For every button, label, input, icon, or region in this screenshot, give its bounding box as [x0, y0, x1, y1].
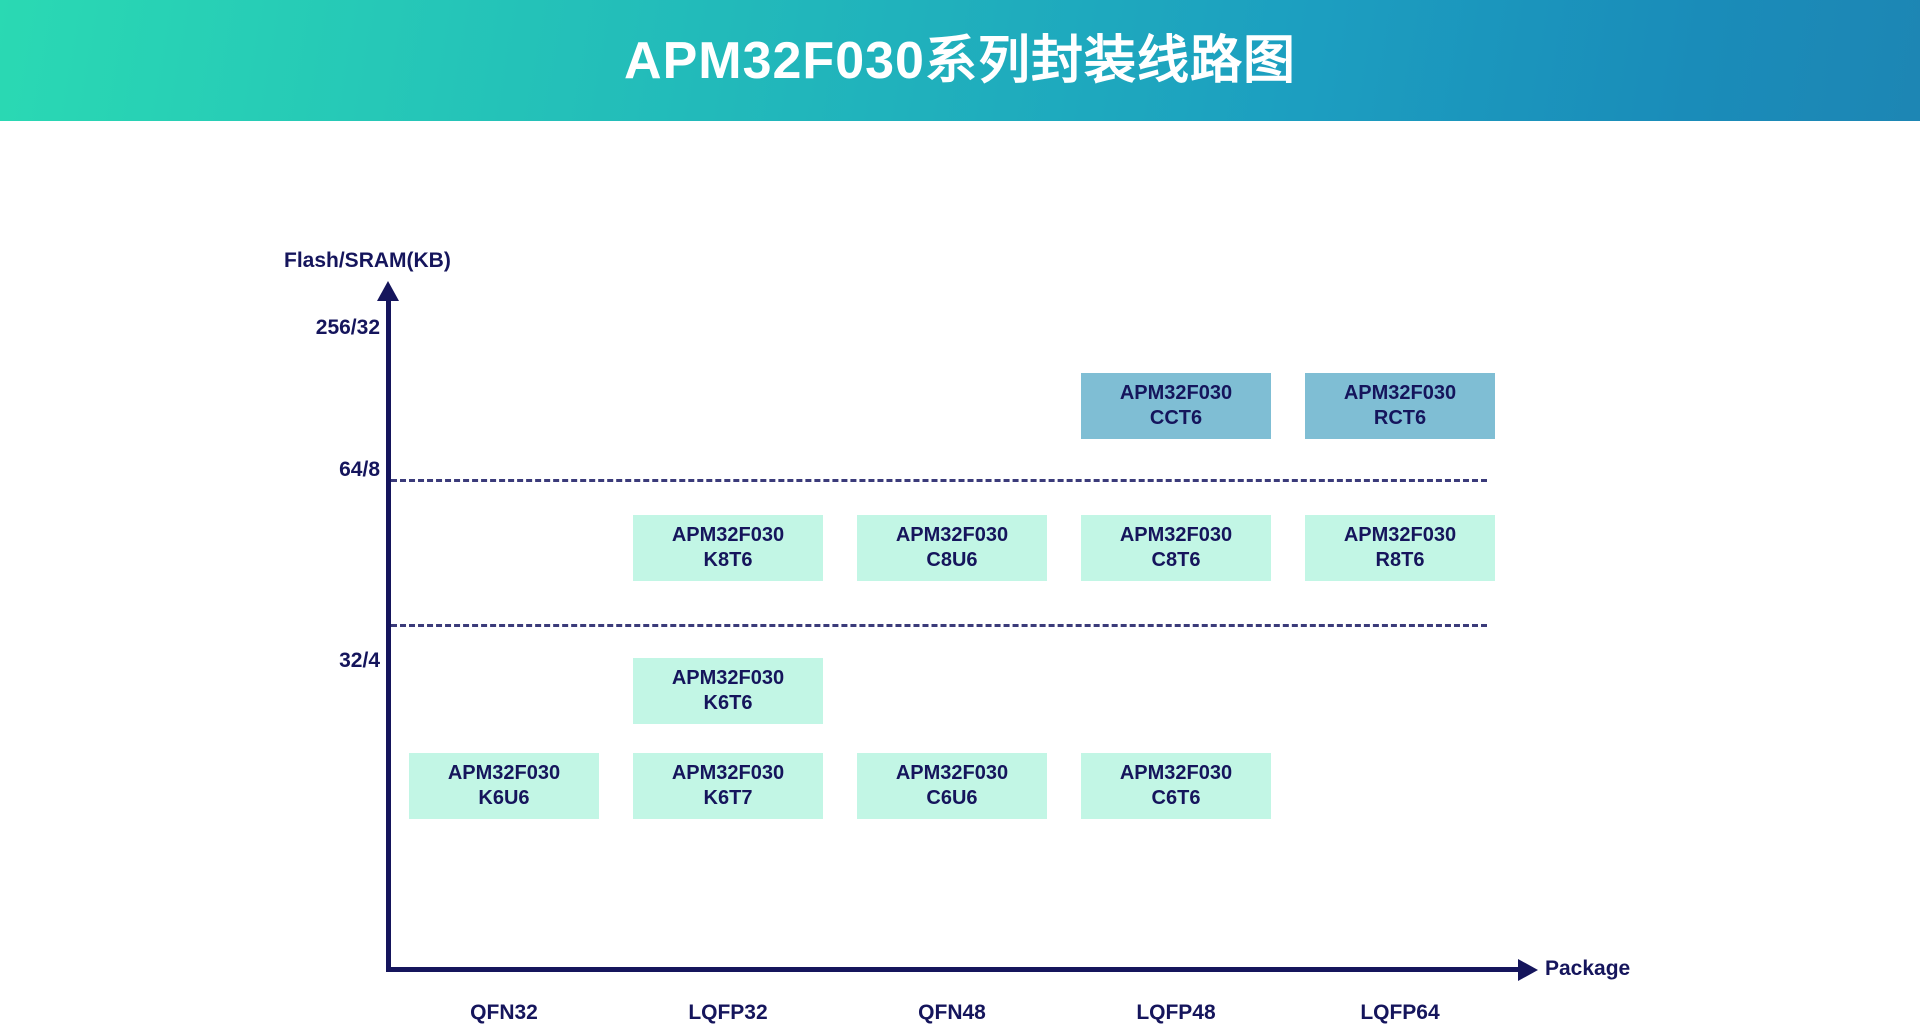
chip-line1: APM32F030	[895, 524, 1009, 546]
y-tick-label-64-8: 64/8	[339, 458, 380, 481]
chip-line2: C8U6	[926, 549, 978, 571]
chip-box-k6u6[interactable]: APM32F030 K6U6	[409, 753, 599, 819]
chip-box-r8t6[interactable]: APM32F030 R8T6	[1305, 515, 1495, 581]
chip-line1: APM32F030	[1119, 524, 1233, 546]
chip-box-c6u6[interactable]: APM32F030 C6U6	[857, 753, 1047, 819]
x-tick-label-lqfp48: LQFP48	[1136, 1001, 1216, 1024]
y-tick-label-32-4: 32/4	[339, 649, 380, 672]
chip-box-c6t6[interactable]: APM32F030 C6T6	[1081, 753, 1271, 819]
chip-box-c8t6[interactable]: APM32F030 C8T6	[1081, 515, 1271, 581]
chip-line2: CCT6	[1149, 407, 1203, 429]
chip-line2: K6T7	[703, 787, 753, 809]
chip-line1: APM32F030	[1119, 382, 1233, 404]
chip-line1: APM32F030	[895, 762, 1009, 784]
chip-box-cct6[interactable]: APM32F030 CCT6	[1081, 373, 1271, 439]
header-banner: APM32F030系列封装线路图	[0, 0, 1920, 121]
chip-line1: APM32F030	[1343, 382, 1457, 404]
chip-line1: APM32F030	[671, 524, 785, 546]
chip-line1: APM32F030	[671, 667, 785, 689]
x-tick-label-qfn32: QFN32	[470, 1001, 538, 1024]
y-axis-arrow-icon	[377, 281, 399, 301]
chip-line1: APM32F030	[1343, 524, 1457, 546]
gridline-upper	[391, 479, 1487, 482]
y-axis-line	[386, 296, 391, 971]
package-matrix-chart: Flash/SRAM(KB) Package 256/32 64/8 32/4 …	[0, 121, 1920, 1024]
x-axis-arrow-icon	[1518, 959, 1538, 981]
x-tick-label-qfn48: QFN48	[918, 1001, 986, 1024]
chip-box-k8t6[interactable]: APM32F030 K8T6	[633, 515, 823, 581]
chip-line2: C8T6	[1151, 549, 1201, 571]
x-tick-label-lqfp64: LQFP64	[1360, 1001, 1440, 1024]
chip-box-k6t7[interactable]: APM32F030 K6T7	[633, 753, 823, 819]
y-axis-title: Flash/SRAM(KB)	[284, 249, 451, 272]
chip-line2: K8T6	[703, 549, 753, 571]
chip-line2: C6U6	[926, 787, 978, 809]
chip-line2: RCT6	[1373, 407, 1427, 429]
chip-line2: K6U6	[478, 787, 530, 809]
y-tick-label-256-32: 256/32	[315, 316, 380, 339]
chip-line2: R8T6	[1375, 549, 1425, 571]
chip-box-rct6[interactable]: APM32F030 RCT6	[1305, 373, 1495, 439]
chip-line1: APM32F030	[447, 762, 561, 784]
x-tick-label-lqfp32: LQFP32	[688, 1001, 768, 1024]
gridline-lower	[391, 624, 1487, 627]
x-axis-title: Package	[1545, 957, 1631, 980]
chip-line2: K6T6	[703, 692, 753, 714]
chip-box-k6t6[interactable]: APM32F030 K6T6	[633, 658, 823, 724]
x-axis-line	[386, 967, 1522, 972]
chip-line2: C6T6	[1151, 787, 1201, 809]
chip-box-c8u6[interactable]: APM32F030 C8U6	[857, 515, 1047, 581]
page-title: APM32F030系列封装线路图	[624, 31, 1296, 90]
chip-line1: APM32F030	[1119, 762, 1233, 784]
chip-line1: APM32F030	[671, 762, 785, 784]
